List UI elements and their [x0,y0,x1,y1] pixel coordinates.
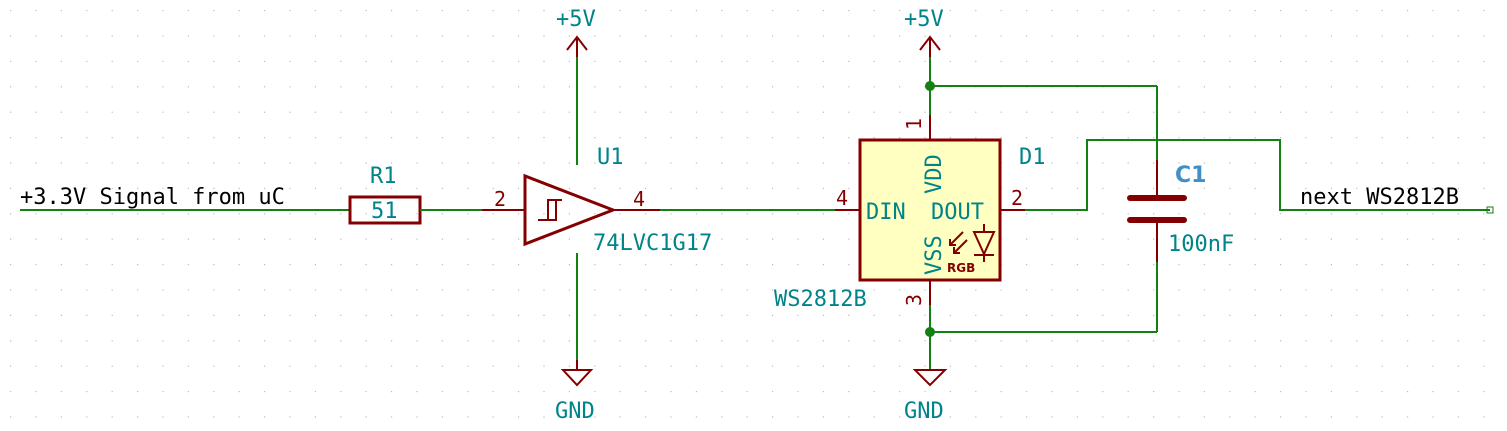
output-net[interactable]: next WS2812B [1025,139,1494,214]
resistor-r1[interactable]: R1 51 [348,164,422,225]
dout-output-wire[interactable] [1025,139,1490,211]
buffer-gnd-symbol[interactable]: GND [555,253,595,424]
ground-icon [560,369,594,387]
led-vcc-label[interactable]: +5V [904,7,944,32]
led-pin-vdd-label: VDD [922,154,947,194]
gnd-junction [925,327,935,337]
d1-pin-vss-number: 3 [902,294,926,306]
led-value[interactable]: WS2812B [774,287,867,312]
led-gnd-symbol[interactable]: GND [904,305,948,424]
rgb-led-icon: RGB [947,224,996,275]
d1-pin-din-number: 4 [836,186,848,210]
net-label-connector[interactable] [1486,206,1494,214]
led-pin-din-label: DIN [866,200,906,225]
rgb-text: RGB [947,261,975,275]
d1-pin-vdd-number: 1 [902,118,926,130]
resistor-reference[interactable]: R1 [370,164,397,189]
buffer-value[interactable]: 74LVC1G17 [593,231,712,256]
output-net-label[interactable]: next WS2812B [1300,185,1459,210]
led-d1[interactable]: 4 DIN DOUT VDD VSS RGB 1 3 2 D1 WS2812B [774,115,1046,312]
buffer-reference[interactable]: U1 [597,145,624,170]
buffer-u1[interactable]: 2 4 U1 74LVC1G17 [482,145,712,256]
input-net[interactable]: +3.3V Signal from uC [20,185,350,211]
buffer-triangle[interactable] [523,173,618,247]
schmitt-trigger-icon [538,199,562,221]
ground-icon [912,369,948,387]
led-reference[interactable]: D1 [1019,145,1046,170]
buffer-gnd-label[interactable]: GND [555,399,595,424]
vcc-junction [925,81,935,91]
u1-pin-in-number: 2 [494,187,506,211]
u1-pin-out-number: 4 [633,187,645,211]
capacitor-value[interactable]: 100nF [1168,232,1234,257]
capacitor-reference[interactable]: C1 [1175,163,1206,188]
grid-dots [10,10,1485,418]
buffer-vcc-symbol[interactable]: +5V [556,7,596,165]
led-pin-vss-label: VSS [922,235,947,275]
led-vcc-symbol[interactable]: +5V [904,7,944,115]
resistor-value[interactable]: 51 [371,199,398,224]
buffer-vcc-label[interactable]: +5V [556,7,596,32]
d1-pin-dout-number: 2 [1011,186,1023,210]
led-pin-dout-label: DOUT [931,200,984,225]
input-net-label[interactable]: +3.3V Signal from uC [20,185,285,210]
capacitor-c1[interactable]: C1 100nF [1127,160,1234,262]
led-gnd-label[interactable]: GND [904,399,944,424]
